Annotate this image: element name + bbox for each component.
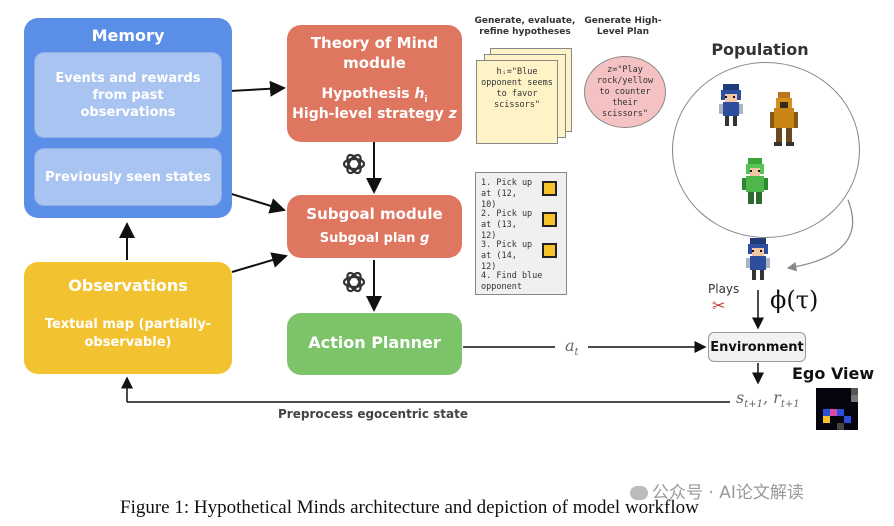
tom-strategy-var: z bbox=[448, 106, 457, 122]
population-title: Population bbox=[711, 40, 809, 59]
subgoal-plan: Subgoal plan g bbox=[287, 231, 462, 246]
plays-label: Plays bbox=[708, 282, 740, 296]
yellow-square-icon bbox=[542, 212, 557, 227]
reward-sub: t+1 bbox=[780, 399, 800, 411]
state-reward-label: st+1, rt+1 bbox=[736, 388, 800, 411]
plan-bubble: z="Play rock/yellow to counter their sci… bbox=[584, 56, 666, 128]
plan-bubble-text: z="Play rock/yellow to counter their sci… bbox=[596, 64, 654, 119]
memory-title: Memory bbox=[91, 26, 165, 45]
ego-view-image bbox=[816, 388, 858, 430]
tom-module-box: Theory of Mind module Hypothesis hi High… bbox=[287, 25, 462, 142]
figure-caption: Figure 1: Hypothetical Minds architectur… bbox=[120, 497, 699, 518]
orange-agent-icon bbox=[770, 92, 798, 146]
memory-events: Events and rewards from past observation… bbox=[34, 52, 222, 138]
yellow-square-icon bbox=[542, 181, 557, 196]
memory-box: Memory Events and rewards from past obse… bbox=[24, 18, 232, 218]
tom-hypothesis-prefix: Hypothesis bbox=[321, 86, 415, 102]
subgoal-title: Subgoal module bbox=[306, 205, 443, 223]
subgoal-list-panel: 1. Pick up at (12, 10) 2. Pick up at (13… bbox=[475, 172, 567, 295]
action-output-label: at bbox=[565, 336, 579, 358]
state-sub: t+1 bbox=[744, 399, 763, 411]
subgoal-list-item: 2. Pick up at (13, 12) bbox=[481, 209, 533, 241]
subgoal-plan-prefix: Subgoal plan bbox=[319, 231, 420, 246]
action-planner-title: Action Planner bbox=[308, 333, 441, 352]
arrow-observations-to-subgoal bbox=[231, 252, 288, 273]
wechat-icon bbox=[630, 486, 648, 500]
ego-view-title: Ego View bbox=[792, 364, 875, 383]
hypothesis-note: hᵢ="Blue opponent seems to favor scissor… bbox=[476, 60, 558, 144]
tom-strategy: High-level strategy z bbox=[287, 105, 462, 123]
observations-title: Observations bbox=[68, 276, 188, 295]
population-circle bbox=[672, 62, 860, 238]
yellow-square-icon bbox=[542, 243, 557, 258]
tom-hypothesis-sub: i bbox=[424, 94, 428, 105]
subgoal-list-item: 1. Pick up at (12, 10) bbox=[481, 178, 533, 210]
hypothesis-note-text: hᵢ="Blue opponent seems to favor scissor… bbox=[481, 67, 553, 110]
action-output-var: a bbox=[565, 336, 575, 355]
memory-previous-states: Previously seen states bbox=[34, 148, 222, 206]
action-output-sub: t bbox=[574, 347, 579, 359]
state-var: s bbox=[736, 388, 745, 407]
tom-hypothesis: Hypothesis hi bbox=[287, 85, 462, 109]
preprocess-label: Preprocess egocentric state bbox=[278, 407, 468, 421]
watermark: 公众号 · AI论文解读 bbox=[630, 478, 804, 503]
tom-hypothesis-var: h bbox=[414, 86, 425, 102]
subgoal-list-item: 4. Find blue opponent bbox=[481, 271, 543, 292]
green-agent-icon bbox=[742, 158, 768, 204]
llm-logo-icon bbox=[342, 271, 366, 293]
environment-label: Environment bbox=[710, 339, 804, 355]
scissors-icon: ✂ bbox=[712, 296, 726, 315]
subgoal-list-item: 3. Pick up at (14, 12) bbox=[481, 240, 533, 272]
llm-logo-icon bbox=[342, 153, 366, 175]
action-planner-box: Action Planner bbox=[287, 313, 462, 375]
player-agent-icon bbox=[746, 238, 770, 280]
blue-agent-icon bbox=[719, 84, 743, 126]
observations-box: Observations Textual map (partially-obse… bbox=[24, 262, 232, 374]
observations-subtitle: Textual map (partially-observable) bbox=[44, 317, 212, 350]
gen-plan-label: Generate High-Level Plan bbox=[584, 16, 662, 37]
subgoal-plan-var: g bbox=[419, 231, 430, 246]
environment-box: Environment bbox=[708, 332, 806, 362]
watermark-text: 公众号 · AI论文解读 bbox=[652, 483, 804, 503]
tom-title: Theory of Mind module bbox=[310, 34, 439, 72]
gen-eval-label: Generate, evaluate, refine hypotheses bbox=[474, 16, 576, 37]
arrow-population-to-player bbox=[786, 199, 854, 272]
phi-label: ϕ(τ) bbox=[770, 286, 819, 314]
subgoal-module-box: Subgoal module Subgoal plan g bbox=[287, 195, 462, 258]
tom-strategy-prefix: High-level strategy bbox=[292, 106, 449, 122]
reward-var: r bbox=[773, 388, 781, 407]
